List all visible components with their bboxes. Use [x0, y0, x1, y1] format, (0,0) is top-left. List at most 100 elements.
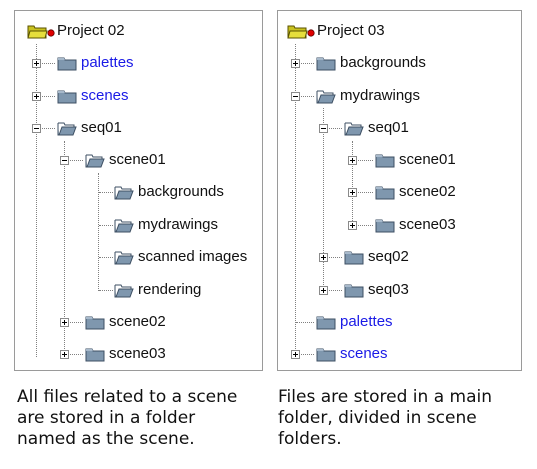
tree-item-scene03[interactable]: scene03 [375, 214, 456, 236]
tree-item-label: scene03 [399, 216, 456, 233]
folder-open-icon [57, 120, 77, 136]
tree-item-seq02[interactable]: seq02 [344, 246, 409, 268]
tree-line [324, 128, 342, 129]
tree-line [353, 192, 373, 193]
tree-line [296, 322, 314, 323]
folder-icon [57, 55, 77, 71]
folder-open-icon [114, 184, 134, 200]
tree-line [352, 141, 353, 225]
tree-line [98, 173, 99, 291]
tree-line [353, 160, 373, 161]
tree-line [36, 44, 37, 357]
tree-line [295, 44, 296, 355]
tree-line [37, 63, 55, 64]
tree-item-label: scanned images [138, 248, 248, 265]
expand-plus-icon[interactable] [60, 350, 69, 359]
tree-item-label: palettes [340, 313, 393, 330]
folder-open-icon [114, 282, 134, 298]
tree-root-label: Project 02 [57, 22, 125, 39]
expand-plus-icon[interactable] [32, 92, 41, 101]
folder-icon [316, 314, 336, 330]
tree-line [99, 192, 113, 193]
folder-open-icon [114, 249, 134, 265]
tree-item-label: rendering [138, 281, 202, 298]
expand-plus-icon[interactable] [348, 221, 357, 230]
tree-line [296, 96, 314, 97]
tree-root-project-02[interactable]: Project 02 [27, 20, 125, 42]
tree-line [323, 108, 324, 291]
tree-line [99, 225, 113, 226]
tree-item-label: seq01 [81, 119, 122, 136]
folder-icon [344, 249, 364, 265]
folder-icon [316, 346, 336, 362]
left-tree-panel: Project 02 palettes scenes seq01 scene01… [14, 10, 263, 371]
project-icon [287, 23, 315, 39]
tree-root-label: Project 03 [317, 22, 385, 39]
folder-open-icon [316, 88, 336, 104]
tree-line [64, 141, 65, 357]
tree-item-label: seq02 [368, 248, 409, 265]
tree-line [99, 290, 113, 291]
tree-line [37, 128, 55, 129]
expand-plus-icon[interactable] [291, 59, 300, 68]
folder-open-icon [85, 152, 105, 168]
expand-plus-icon[interactable] [348, 156, 357, 165]
folder-icon [85, 346, 105, 362]
tree-item-label: scenes [340, 345, 388, 362]
tree-item-label: scene01 [109, 151, 166, 168]
caption-left: All files related to a scene are stored … [17, 387, 238, 449]
tree-root-project-03[interactable]: Project 03 [287, 20, 385, 42]
tree-item-scene02[interactable]: scene02 [85, 311, 166, 333]
tree-item-scene02[interactable]: scene02 [375, 181, 456, 203]
tree-line [324, 257, 342, 258]
tree-item-scenes[interactable]: scenes [57, 85, 129, 107]
tree-item-scanned-images[interactable]: scanned images [114, 246, 247, 268]
tree-item-palettes[interactable]: palettes [316, 311, 393, 333]
tree-item-scene01[interactable]: scene01 [85, 149, 166, 171]
tree-item-label: mydrawings [340, 87, 421, 104]
tree-line [296, 354, 314, 355]
tree-line [65, 160, 83, 161]
tree-item-scene03[interactable]: scene03 [85, 343, 166, 365]
expand-plus-icon[interactable] [32, 59, 41, 68]
collapse-minus-icon[interactable] [32, 124, 41, 133]
folder-icon [375, 184, 395, 200]
folder-icon [375, 152, 395, 168]
tree-item-seq01[interactable]: seq01 [57, 117, 122, 139]
expand-plus-icon[interactable] [60, 318, 69, 327]
tree-line [353, 225, 373, 226]
tree-item-seq01[interactable]: seq01 [344, 117, 409, 139]
expand-plus-icon[interactable] [348, 188, 357, 197]
tree-line [65, 322, 83, 323]
tree-item-label: palettes [81, 54, 134, 71]
tree-item-label: scene01 [399, 151, 456, 168]
tree-item-label: scene02 [399, 183, 456, 200]
tree-line [99, 257, 113, 258]
tree-item-mydrawings[interactable]: mydrawings [114, 214, 218, 236]
tree-line [324, 290, 342, 291]
tree-item-label: seq01 [368, 119, 409, 136]
tree-item-scene01[interactable]: scene01 [375, 149, 456, 171]
collapse-minus-icon[interactable] [60, 156, 69, 165]
collapse-minus-icon[interactable] [291, 92, 300, 101]
expand-plus-icon[interactable] [319, 286, 328, 295]
expand-plus-icon[interactable] [319, 253, 328, 262]
folder-icon [344, 282, 364, 298]
tree-line [296, 63, 314, 64]
tree-item-palettes[interactable]: palettes [57, 52, 134, 74]
tree-item-backgrounds[interactable]: backgrounds [114, 181, 224, 203]
tree-item-seq03[interactable]: seq03 [344, 279, 409, 301]
tree-item-label: mydrawings [138, 216, 219, 233]
tree-item-mydrawings[interactable]: mydrawings [316, 85, 420, 107]
tree-item-label: scene02 [109, 313, 166, 330]
folder-icon [57, 88, 77, 104]
collapse-minus-icon[interactable] [319, 124, 328, 133]
expand-plus-icon[interactable] [291, 350, 300, 359]
tree-item-backgrounds[interactable]: backgrounds [316, 52, 426, 74]
tree-item-label: seq03 [368, 281, 409, 298]
folder-icon [375, 217, 395, 233]
tree-item-scenes[interactable]: scenes [316, 343, 388, 365]
tree-item-label: scenes [81, 87, 129, 104]
tree-item-rendering[interactable]: rendering [114, 279, 201, 301]
tree-item-label: backgrounds [340, 54, 426, 71]
